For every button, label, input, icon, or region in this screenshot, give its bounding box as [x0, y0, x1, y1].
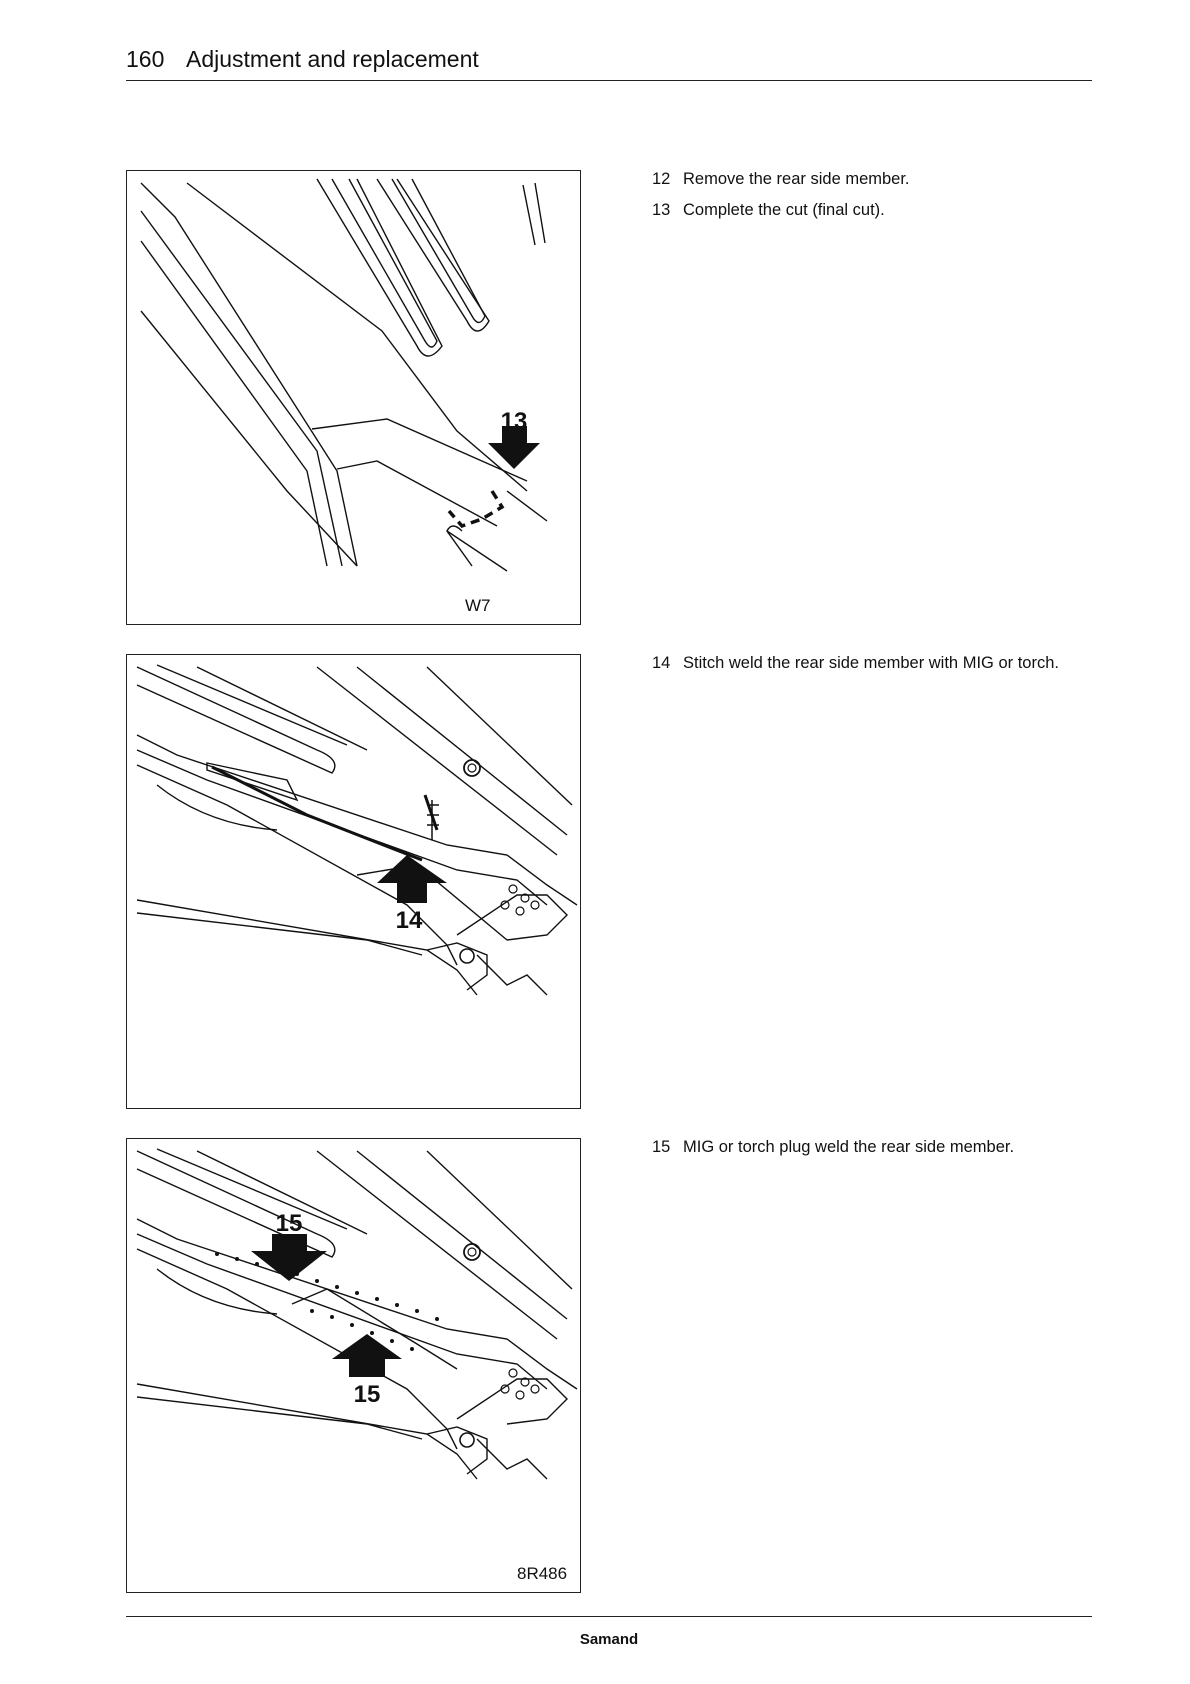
page-header: 160 Adjustment and replacement — [126, 44, 1092, 81]
page-title: Adjustment and replacement — [186, 46, 479, 73]
steps-group-2: 14 Stitch weld the rear side member with… — [652, 650, 1092, 681]
page-number: 160 — [126, 46, 164, 73]
step-number: 12 — [652, 166, 670, 192]
footer-brand: Samand — [126, 1631, 1092, 1648]
illustration-plug-weld: 15 15 — [127, 1139, 580, 1592]
steps-group-1: 12 Remove the rear side member. 13 Compl… — [652, 166, 1092, 228]
step-14: 14 Stitch weld the rear side member with… — [652, 650, 1092, 676]
page-footer: Samand — [126, 1616, 1092, 1617]
step-text: Stitch weld the rear side member with MI… — [683, 654, 1059, 672]
steps-group-3: 15 MIG or torch plug weld the rear side … — [652, 1134, 1092, 1165]
figure-final-cut: 13 W7 — [126, 170, 581, 625]
step-text: Complete the cut (final cut). — [683, 201, 885, 219]
callout-15-bottom: 15 — [354, 1381, 381, 1408]
callout-15-top: 15 — [276, 1210, 303, 1237]
step-13: 13 Complete the cut (final cut). — [652, 197, 1092, 223]
figure-code: W7 — [465, 596, 491, 616]
figure-stitch-weld: 14 — [126, 654, 581, 1109]
step-15: 15 MIG or torch plug weld the rear side … — [652, 1134, 1092, 1160]
step-number: 15 — [652, 1134, 670, 1160]
callout-13: 13 — [501, 408, 528, 435]
step-number: 13 — [652, 197, 670, 223]
figure-plug-weld: 15 15 8R486 — [126, 1138, 581, 1593]
figure-code-3: 8R486 — [517, 1564, 567, 1584]
step-number: 14 — [652, 650, 670, 676]
step-text: Remove the rear side member. — [683, 170, 910, 188]
step-text: MIG or torch plug weld the rear side mem… — [683, 1138, 1014, 1156]
step-12: 12 Remove the rear side member. — [652, 166, 1092, 192]
illustration-final-cut: 13 — [127, 171, 580, 624]
illustration-stitch-weld: 14 — [127, 655, 580, 1108]
callout-14: 14 — [396, 907, 423, 934]
